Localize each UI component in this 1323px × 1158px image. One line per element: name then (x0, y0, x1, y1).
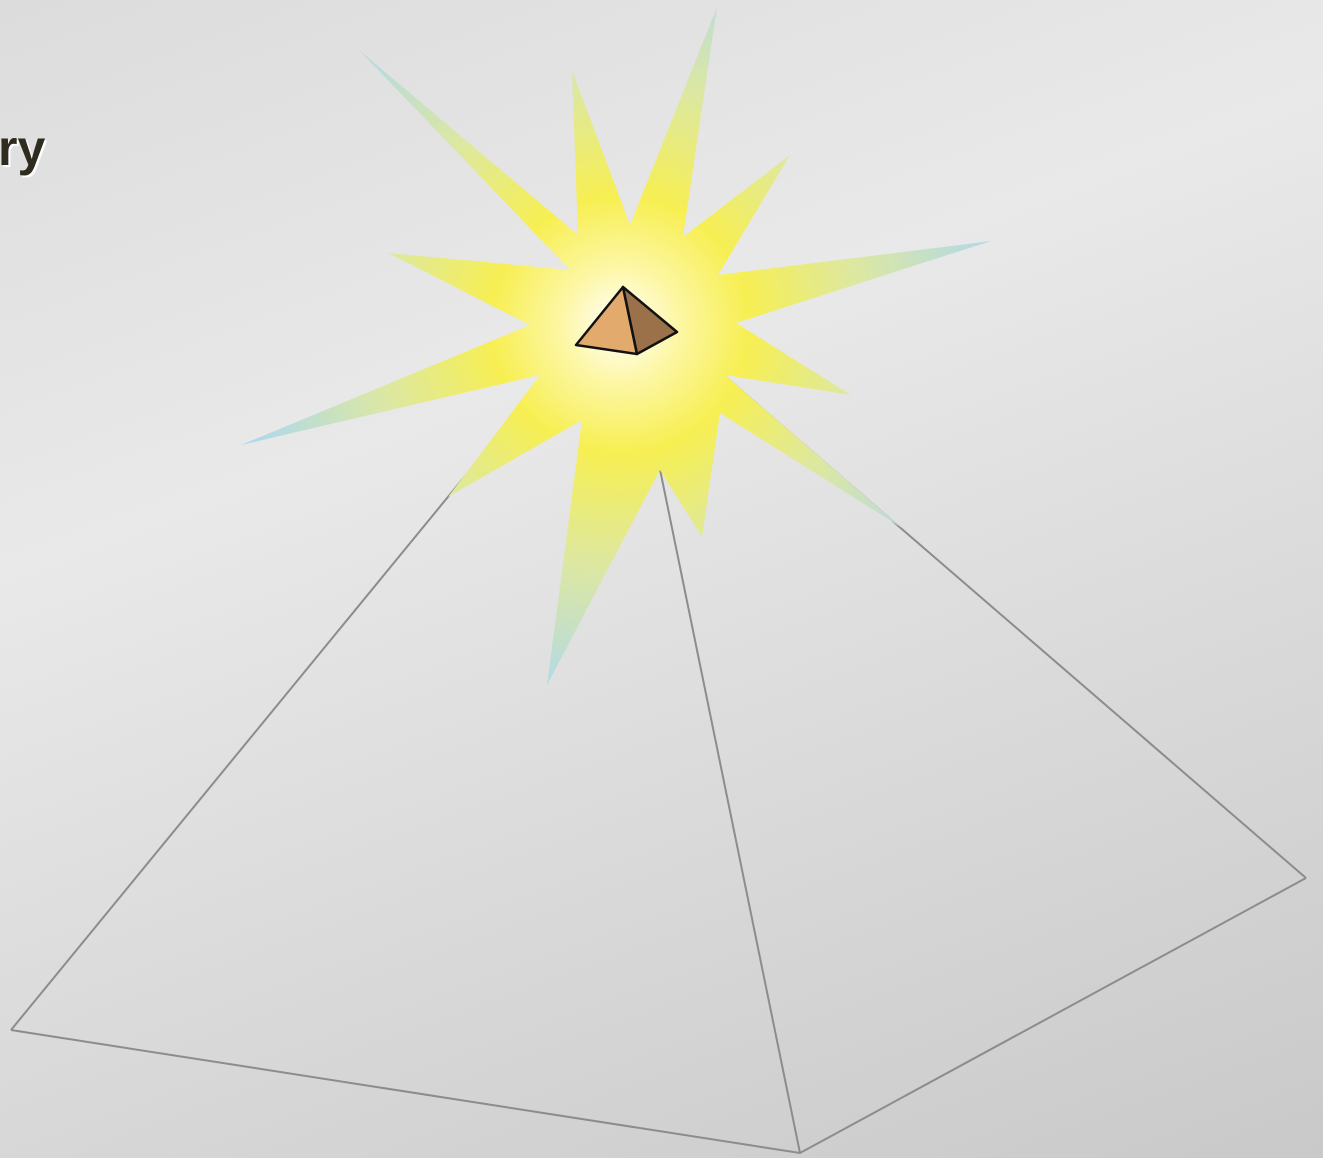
pyramid-edge-left (11, 470, 470, 1030)
large-pyramid-outline (11, 372, 1306, 1153)
pyramid-base (11, 878, 1306, 1153)
pyramid-edge-center (655, 445, 800, 1153)
